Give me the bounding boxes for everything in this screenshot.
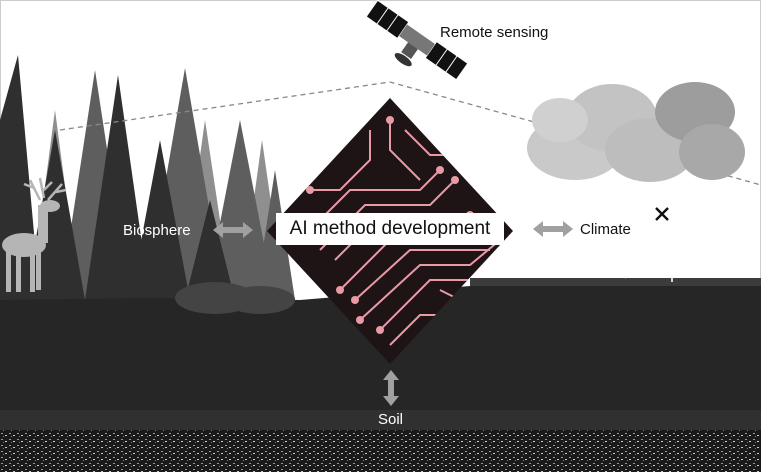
remote-sensing-dashed-line — [59, 81, 761, 186]
bushes — [175, 282, 295, 314]
ai-method-label: AI method development — [289, 218, 491, 239]
satellite-icon — [365, 0, 469, 81]
arrow-soil — [383, 370, 399, 406]
weather-station-icon — [624, 204, 701, 282]
remote-sensing-label: Remote sensing — [440, 24, 549, 41]
biosphere-label: Biosphere — [123, 222, 191, 239]
grass-band — [470, 278, 761, 288]
ai-method-box: AI method development — [276, 213, 504, 245]
soil-label: Soil — [378, 411, 404, 428]
cloud-icon — [527, 82, 745, 182]
soil-layer-texture — [0, 430, 761, 472]
arrow-biosphere — [213, 222, 253, 238]
soil-layer-top — [0, 410, 761, 430]
climate-label: Climate — [580, 221, 631, 238]
arrow-climate — [533, 221, 573, 237]
deer-icon — [2, 177, 67, 292]
